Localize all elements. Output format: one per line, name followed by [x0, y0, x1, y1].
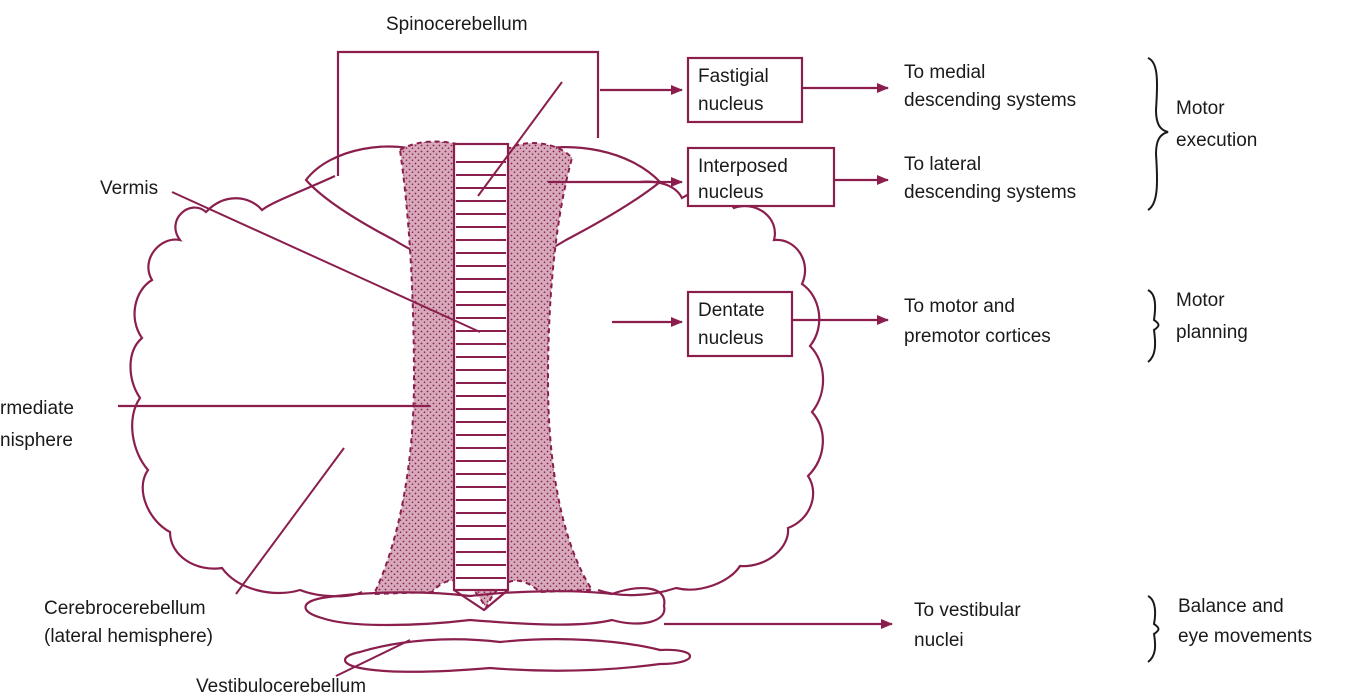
motor-planning-label-line2: planning — [1176, 322, 1248, 343]
target-vestibular-line2: nuclei — [914, 630, 964, 651]
target-medial-line1: To medial — [904, 62, 985, 83]
interposed-nucleus-label-line1: Interposed — [698, 156, 788, 177]
motor-execution-label-line2: execution — [1176, 130, 1257, 151]
target-vestibular-line1: To vestibular — [914, 600, 1021, 621]
fastigial-nucleus-label-line1: Fastigial — [698, 66, 769, 87]
cerebrocerebellum-label-line2: (lateral hemisphere) — [44, 626, 213, 647]
vermis-column — [454, 144, 508, 590]
target-lateral-line1: To lateral — [904, 154, 981, 175]
target-motor-line1: To motor and — [904, 296, 1015, 317]
target-motor-line2: premotor cortices — [904, 326, 1051, 347]
interposed-nucleus-label-line2: nucleus — [698, 182, 764, 203]
vermis-label: Vermis — [100, 178, 158, 199]
fastigial-nucleus-label-line2: nucleus — [698, 94, 764, 115]
dentate-nucleus-label-line2: nucleus — [698, 328, 764, 349]
motor-execution-label-line1: Motor — [1176, 98, 1225, 119]
flocculonodular-lobe — [306, 588, 691, 672]
cerebrocerebellum-leader — [236, 448, 344, 594]
motor-planning-label-line1: Motor — [1176, 290, 1225, 311]
target-medial-line2: descending systems — [904, 90, 1076, 111]
cerebrocerebellum-label-line1: Cerebrocerebellum — [44, 598, 206, 619]
balance-label-line1: Balance and — [1178, 596, 1284, 617]
motor-planning-brace — [1148, 290, 1159, 362]
spinocerebellum-label: Spinocerebellum — [386, 14, 528, 35]
intermediate-hemisphere-label-line2: nisphere — [0, 430, 73, 451]
vestibulocerebellum-label: Vestibulocerebellum — [196, 676, 366, 697]
dentate-nucleus-label-line1: Dentate — [698, 300, 765, 321]
motor-execution-brace — [1148, 58, 1168, 210]
balance-brace — [1148, 596, 1159, 662]
balance-label-line2: eye movements — [1178, 626, 1312, 647]
intermediate-hemisphere-label-line1: rmediate — [0, 398, 74, 419]
target-lateral-line2: descending systems — [904, 182, 1076, 203]
